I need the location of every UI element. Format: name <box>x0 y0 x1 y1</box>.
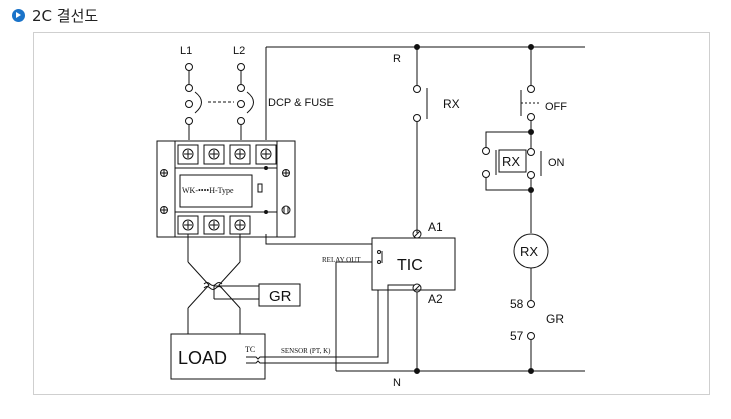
rx-coil-label: RX <box>520 244 538 259</box>
off-label: OFF <box>545 101 567 113</box>
rx-aux-box <box>498 149 527 173</box>
section-title: 2C 결선도 <box>32 6 99 25</box>
rx-aux-label: RX <box>502 154 520 169</box>
terminal-57-label: 57 <box>510 329 524 343</box>
terminal-58-label: 58 <box>510 297 524 311</box>
l2-label: L2 <box>233 45 245 57</box>
gr-box <box>258 283 301 307</box>
relay-out-contact <box>377 250 383 264</box>
control-branch <box>482 44 549 374</box>
a2-label: A2 <box>428 292 443 306</box>
sensor-label: SENSOR (PT, K) <box>281 347 331 355</box>
rx-contact-branch <box>412 44 428 374</box>
rx-contact-label: RX <box>443 97 460 111</box>
supply-l1 <box>185 63 193 140</box>
on-label: ON <box>548 157 565 169</box>
tc-label: TC <box>245 345 255 354</box>
bullet-arrow-icon <box>12 8 25 22</box>
tic-label: TIC <box>397 257 423 274</box>
a1-label: A1 <box>428 220 443 234</box>
l1-label: L1 <box>180 45 192 57</box>
relay-out-label: RELAY OUT <box>322 256 361 264</box>
load-label: LOAD <box>178 348 227 368</box>
ssr-model-label: WK-••••H-Type <box>182 186 234 195</box>
ssr-unit <box>156 140 296 238</box>
sensor-wire-1 <box>246 290 379 360</box>
supply-l2 <box>237 63 245 140</box>
section-header: 2C 결선도 <box>12 4 98 26</box>
fuse-switch <box>194 91 254 114</box>
sensor-wire-2 <box>246 284 415 364</box>
n-label: N <box>393 377 401 389</box>
diagram-frame <box>33 32 710 395</box>
gr-right-label: GR <box>546 312 564 326</box>
r-label: R <box>393 53 401 65</box>
gr-label: GR <box>269 288 292 305</box>
relay-out-wire <box>265 234 372 245</box>
output-wiring <box>187 234 259 334</box>
fuse-label: DCP & FUSE <box>268 97 334 109</box>
